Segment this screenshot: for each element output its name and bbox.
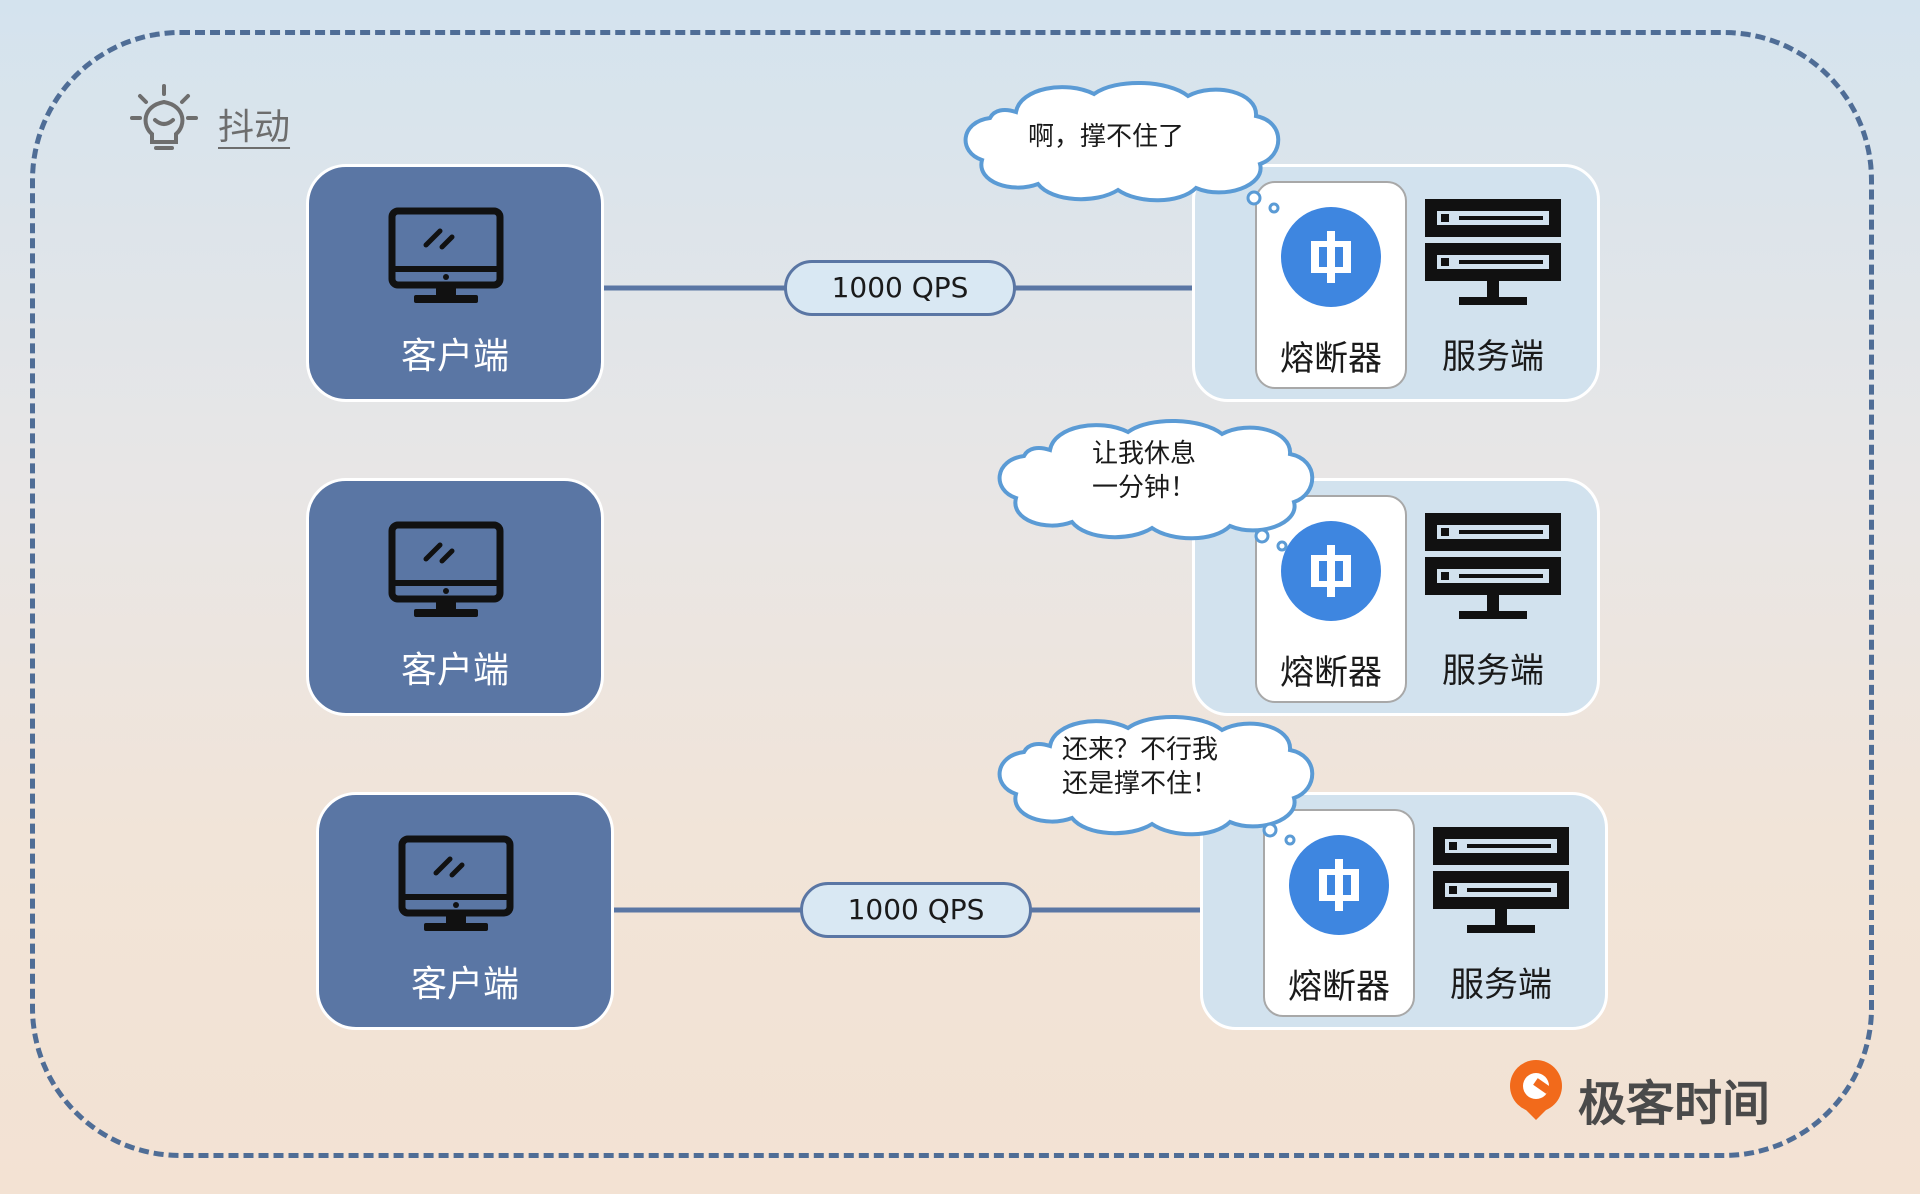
split-bars-icon — [1289, 835, 1389, 935]
thought-bubble — [997, 418, 1315, 552]
split-bars-icon — [1281, 521, 1381, 621]
brand-name: 极客时间 — [1578, 1076, 1771, 1132]
bubble-text: 还来？不行我 还是撑不住！ — [1062, 733, 1218, 801]
qps-label: 1000 QPS — [784, 260, 1016, 316]
brand-logo-icon — [1510, 1060, 1562, 1120]
client-box: 客户端 — [316, 792, 614, 1030]
monitor-icon — [398, 835, 514, 931]
dashed-frame — [30, 30, 1874, 1158]
client-label: 客户端 — [400, 650, 509, 691]
bubble-text: 让我休息 一分钟！ — [1092, 437, 1196, 505]
bubble-line: 啊，撑不住了 — [1028, 122, 1185, 152]
monitor-icon — [388, 521, 504, 617]
client-box: 客户端 — [306, 478, 604, 716]
server-label: 服务端 — [1450, 965, 1552, 1005]
bubble-text: 啊，撑不住了 — [1028, 120, 1184, 154]
lightbulb-icon — [130, 84, 198, 150]
bubble-line: 一分钟！ — [1092, 473, 1197, 503]
header-label: 抖动 — [218, 107, 291, 148]
server-panel: 熔断器 服务端 — [1192, 164, 1600, 402]
bubble-line: 让我休息 — [1092, 439, 1197, 469]
client-box: 客户端 — [306, 164, 604, 402]
circuit-breaker-card: 熔断器 — [1263, 809, 1415, 1017]
circuit-breaker-card: 熔断器 — [1255, 495, 1407, 703]
thought-bubble — [997, 714, 1315, 846]
thought-bubble — [963, 80, 1281, 214]
bubble-line: 还来？不行我 — [1062, 735, 1219, 765]
bubble-line: 还是撑不住！ — [1062, 769, 1219, 799]
breaker-label: 熔断器 — [1288, 967, 1390, 1007]
server-label: 服务端 — [1442, 651, 1544, 691]
server-label: 服务端 — [1442, 337, 1544, 377]
server-icon — [1433, 827, 1569, 933]
breaker-label: 熔断器 — [1280, 653, 1382, 693]
server-icon — [1425, 513, 1561, 619]
client-label: 客户端 — [410, 964, 519, 1005]
qps-label: 1000 QPS — [800, 882, 1032, 938]
split-bars-icon — [1281, 207, 1381, 307]
breaker-label: 熔断器 — [1280, 339, 1382, 379]
server-icon — [1425, 199, 1561, 305]
monitor-icon — [388, 207, 504, 303]
client-label: 客户端 — [400, 336, 509, 377]
circuit-breaker-card: 熔断器 — [1255, 181, 1407, 389]
server-panel: 熔断器 服务端 — [1192, 478, 1600, 716]
